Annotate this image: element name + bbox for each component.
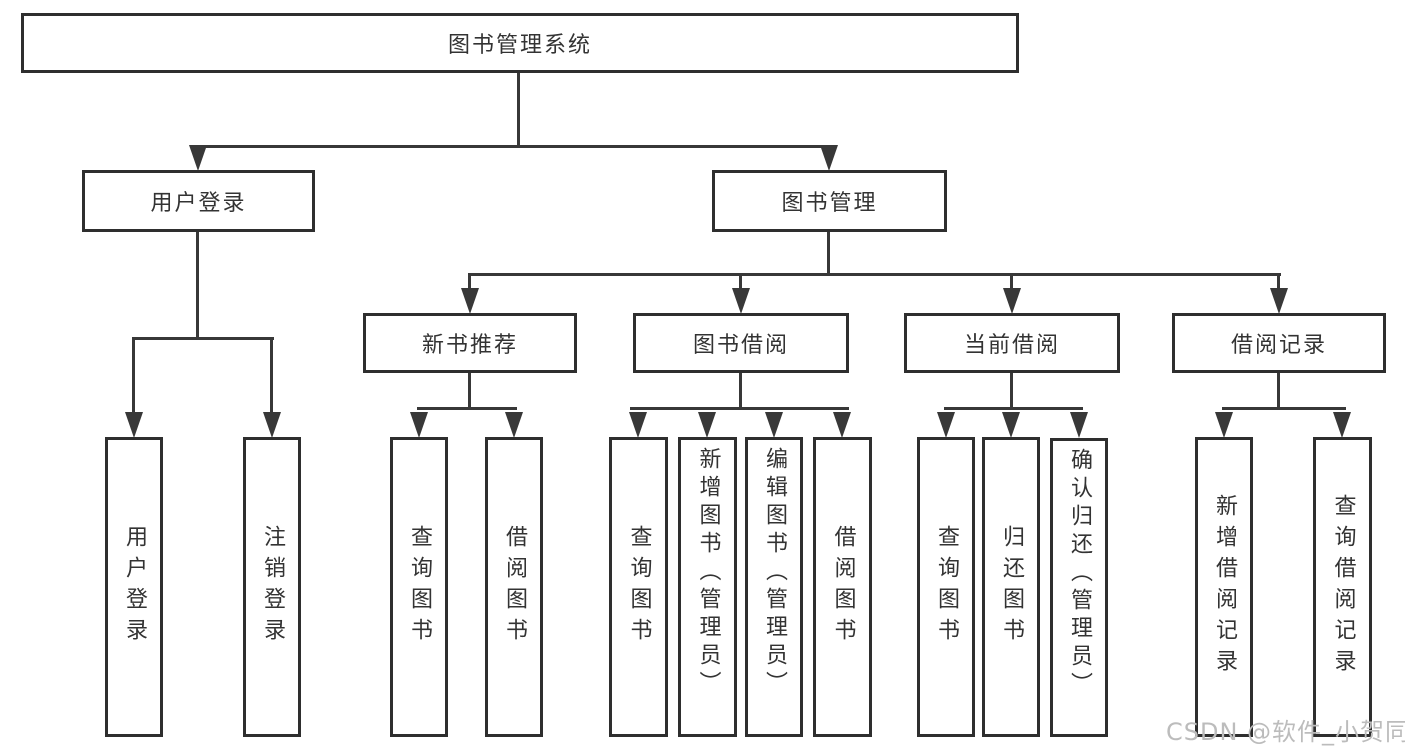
arrowhead-down-icon (1002, 412, 1020, 438)
connector-line (827, 232, 830, 276)
arrowhead-down-icon (1003, 288, 1021, 314)
arrowhead-down-icon (461, 288, 479, 314)
node-borrow-records: 借阅记录 (1172, 313, 1386, 373)
node-user-login: 用户登录 (82, 170, 315, 232)
node-label: 图书管理 (781, 191, 878, 216)
arrowhead-down-icon (189, 145, 207, 171)
connector-line (468, 372, 471, 410)
connector-line (1222, 407, 1346, 410)
connector-line (132, 337, 274, 340)
leaf-edit-book-admin: 编辑图书（管理员） (745, 437, 803, 737)
leaf-label: 借阅图书 (830, 525, 856, 649)
leaf-confirm-return-admin: 确认归还（管理员） (1050, 438, 1108, 737)
leaf-label: 用户登录 (122, 525, 147, 649)
connector-line (270, 337, 273, 415)
arrowhead-down-icon (698, 412, 716, 438)
arrowhead-down-icon (1070, 412, 1088, 438)
connector-line (468, 273, 1281, 276)
arrowhead-down-icon (125, 412, 143, 438)
leaf-query-books: 查询图书 (917, 437, 975, 737)
arrowhead-down-icon (410, 412, 428, 438)
node-current-borrow: 当前借阅 (904, 313, 1120, 373)
leaf-label: 新增图书（管理员） (695, 447, 721, 699)
node-root-library-system: 图书管理系统 (21, 13, 1019, 73)
arrowhead-down-icon (937, 412, 955, 438)
csdn-watermark: CSDN @软件_小贺同学 (1166, 718, 1405, 746)
connector-line (468, 273, 471, 291)
connector-line (1277, 372, 1280, 410)
node-label: 新书推荐 (421, 333, 518, 358)
node-label: 当前借阅 (963, 333, 1060, 358)
leaf-query-books: 查询图书 (390, 437, 448, 737)
leaf-label: 查询图书 (934, 525, 959, 649)
arrowhead-down-icon (1215, 412, 1233, 438)
connector-line (739, 372, 742, 410)
connector-line (132, 337, 135, 415)
leaf-label: 注销登录 (260, 525, 285, 649)
node-label: 图书借阅 (692, 333, 789, 358)
node-book-borrow: 图书借阅 (633, 313, 849, 373)
connector-line (196, 145, 831, 148)
arrowhead-down-icon (732, 288, 750, 314)
leaf-label: 新增借阅记录 (1212, 494, 1237, 680)
connector-line (417, 407, 517, 410)
leaf-label: 查询借阅记录 (1330, 494, 1356, 680)
leaf-query-books: 查询图书 (609, 437, 668, 737)
leaf-label: 确认归还（管理员） (1067, 448, 1092, 700)
connector-line (517, 73, 520, 147)
leaf-label: 归还图书 (999, 525, 1024, 649)
leaf-borrow-books: 借阅图书 (813, 437, 872, 737)
node-label: 用户登录 (150, 191, 247, 216)
leaf-logout: 注销登录 (243, 437, 301, 737)
node-book-management: 图书管理 (712, 170, 947, 232)
arrowhead-down-icon (263, 412, 281, 438)
arrowhead-down-icon (1270, 288, 1288, 314)
arrowhead-down-icon (505, 412, 523, 438)
node-new-book-recommend: 新书推荐 (363, 313, 577, 373)
leaf-add-borrow-record: 新增借阅记录 (1195, 437, 1253, 737)
leaf-label: 查询图书 (407, 525, 432, 649)
leaf-return-books: 归还图书 (982, 437, 1040, 737)
leaf-add-book-admin: 新增图书（管理员） (678, 437, 737, 737)
connector-line (944, 407, 1083, 410)
connector-line (196, 232, 199, 340)
leaf-label: 借阅图书 (502, 525, 527, 649)
leaf-label: 编辑图书（管理员） (762, 447, 787, 699)
arrowhead-down-icon (833, 412, 851, 438)
leaf-query-borrow-record: 查询借阅记录 (1313, 437, 1372, 737)
arrowhead-down-icon (820, 145, 838, 171)
connector-line (1277, 273, 1280, 291)
leaf-borrow-books: 借阅图书 (485, 437, 543, 737)
connector-line (630, 407, 849, 410)
arrowhead-down-icon (1333, 412, 1351, 438)
connector-line (1010, 273, 1013, 291)
connector-line (1010, 372, 1013, 410)
node-label: 图书管理系统 (447, 33, 592, 58)
leaf-user-login: 用户登录 (105, 437, 163, 737)
node-label: 借阅记录 (1230, 333, 1327, 358)
arrowhead-down-icon (629, 412, 647, 438)
leaf-label: 查询图书 (626, 525, 652, 649)
arrowhead-down-icon (765, 412, 783, 438)
connector-line (739, 273, 742, 291)
